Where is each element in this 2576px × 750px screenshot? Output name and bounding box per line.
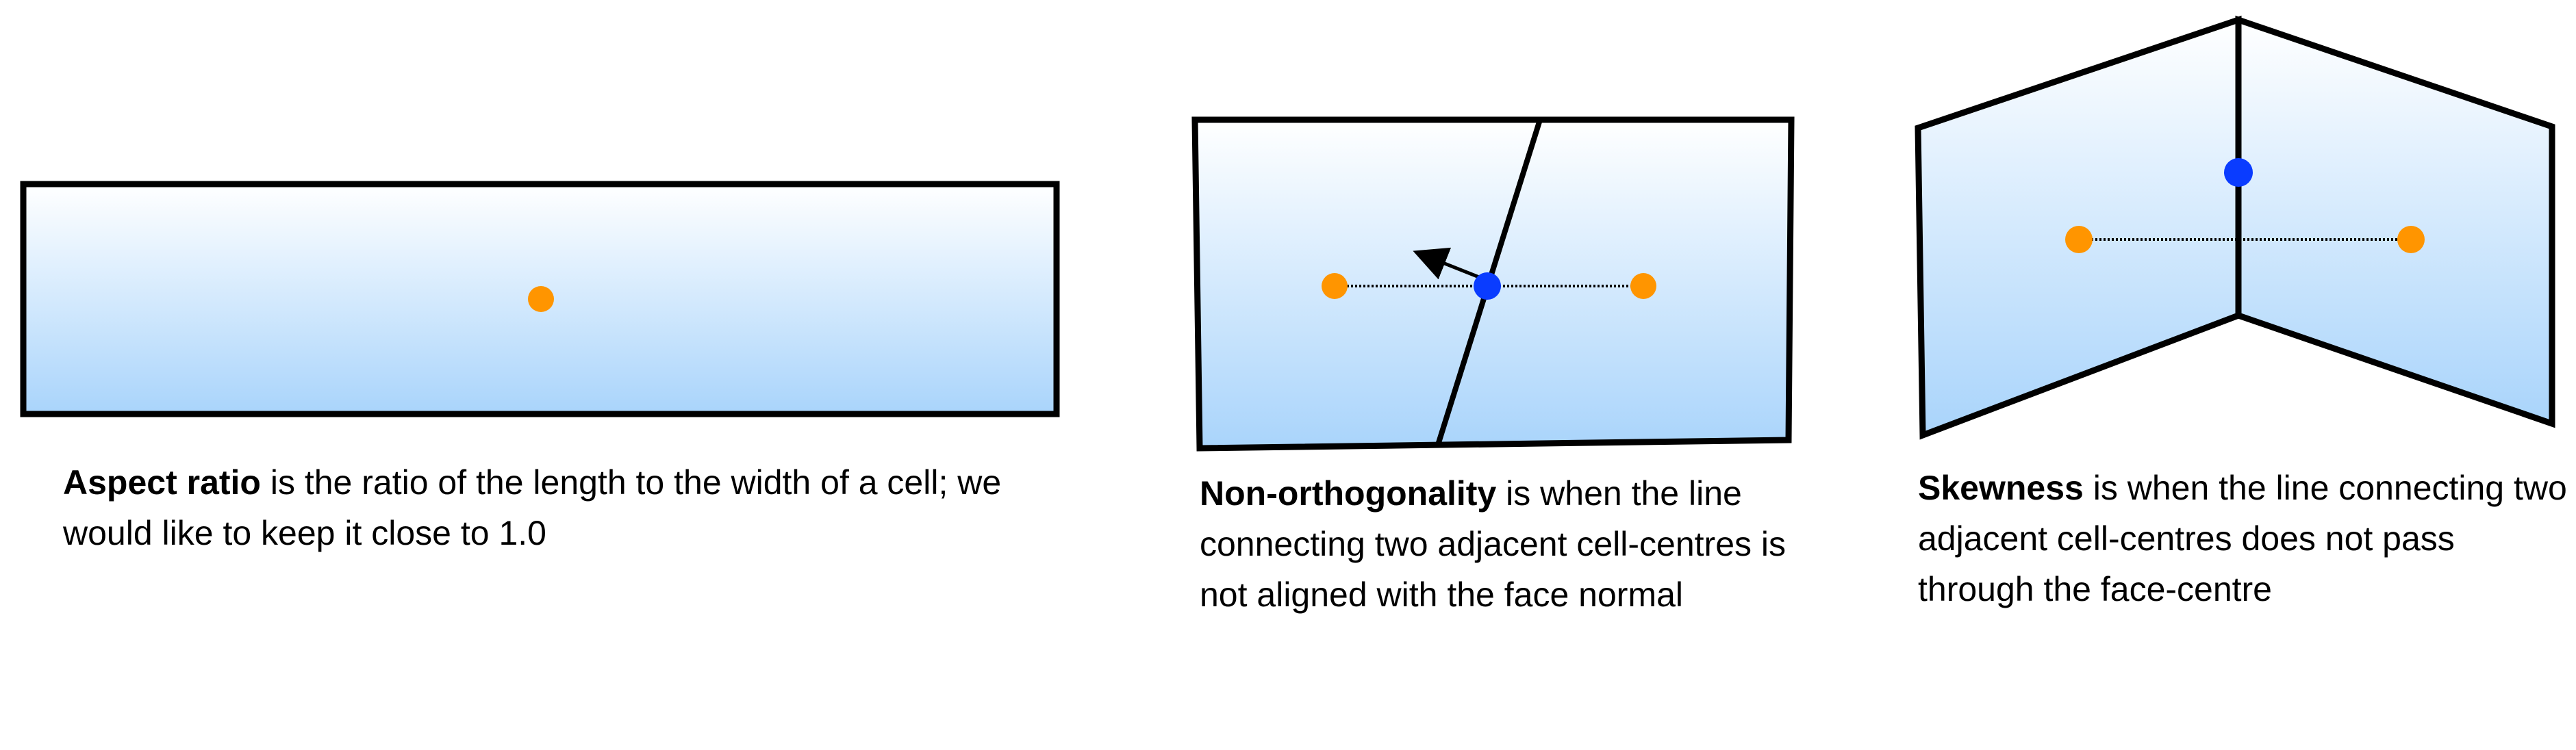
face-centre-dot [1474,272,1501,300]
description: is when the line connecting two adjacent… [1200,474,1786,614]
cell-centre-dot [1630,273,1656,299]
cell-centre-dot [528,286,554,312]
description: is when the line connecting two adjacent… [1918,469,2567,608]
cell-centre-dot [2065,226,2093,253]
face-normal-arrow [1413,247,1480,280]
aspect-ratio-caption: Aspect ratio is the ratio of the length … [63,457,1035,558]
cell-centre-dot [1322,273,1348,299]
description: is the ratio of the length to the width … [63,463,1002,552]
term: Aspect ratio [63,463,261,502]
term: Non-orthogonality [1200,474,1497,513]
cell-centre-dot [2397,226,2425,253]
skewed-cell-right [2235,15,2555,428]
face-centre-dot [2224,158,2253,187]
term: Skewness [1918,469,2084,507]
skewness-caption: Skewness is when the line connecting two… [1918,463,2575,615]
non-orthogonality-caption: Non-orthogonality is when the line conne… [1200,468,1816,620]
